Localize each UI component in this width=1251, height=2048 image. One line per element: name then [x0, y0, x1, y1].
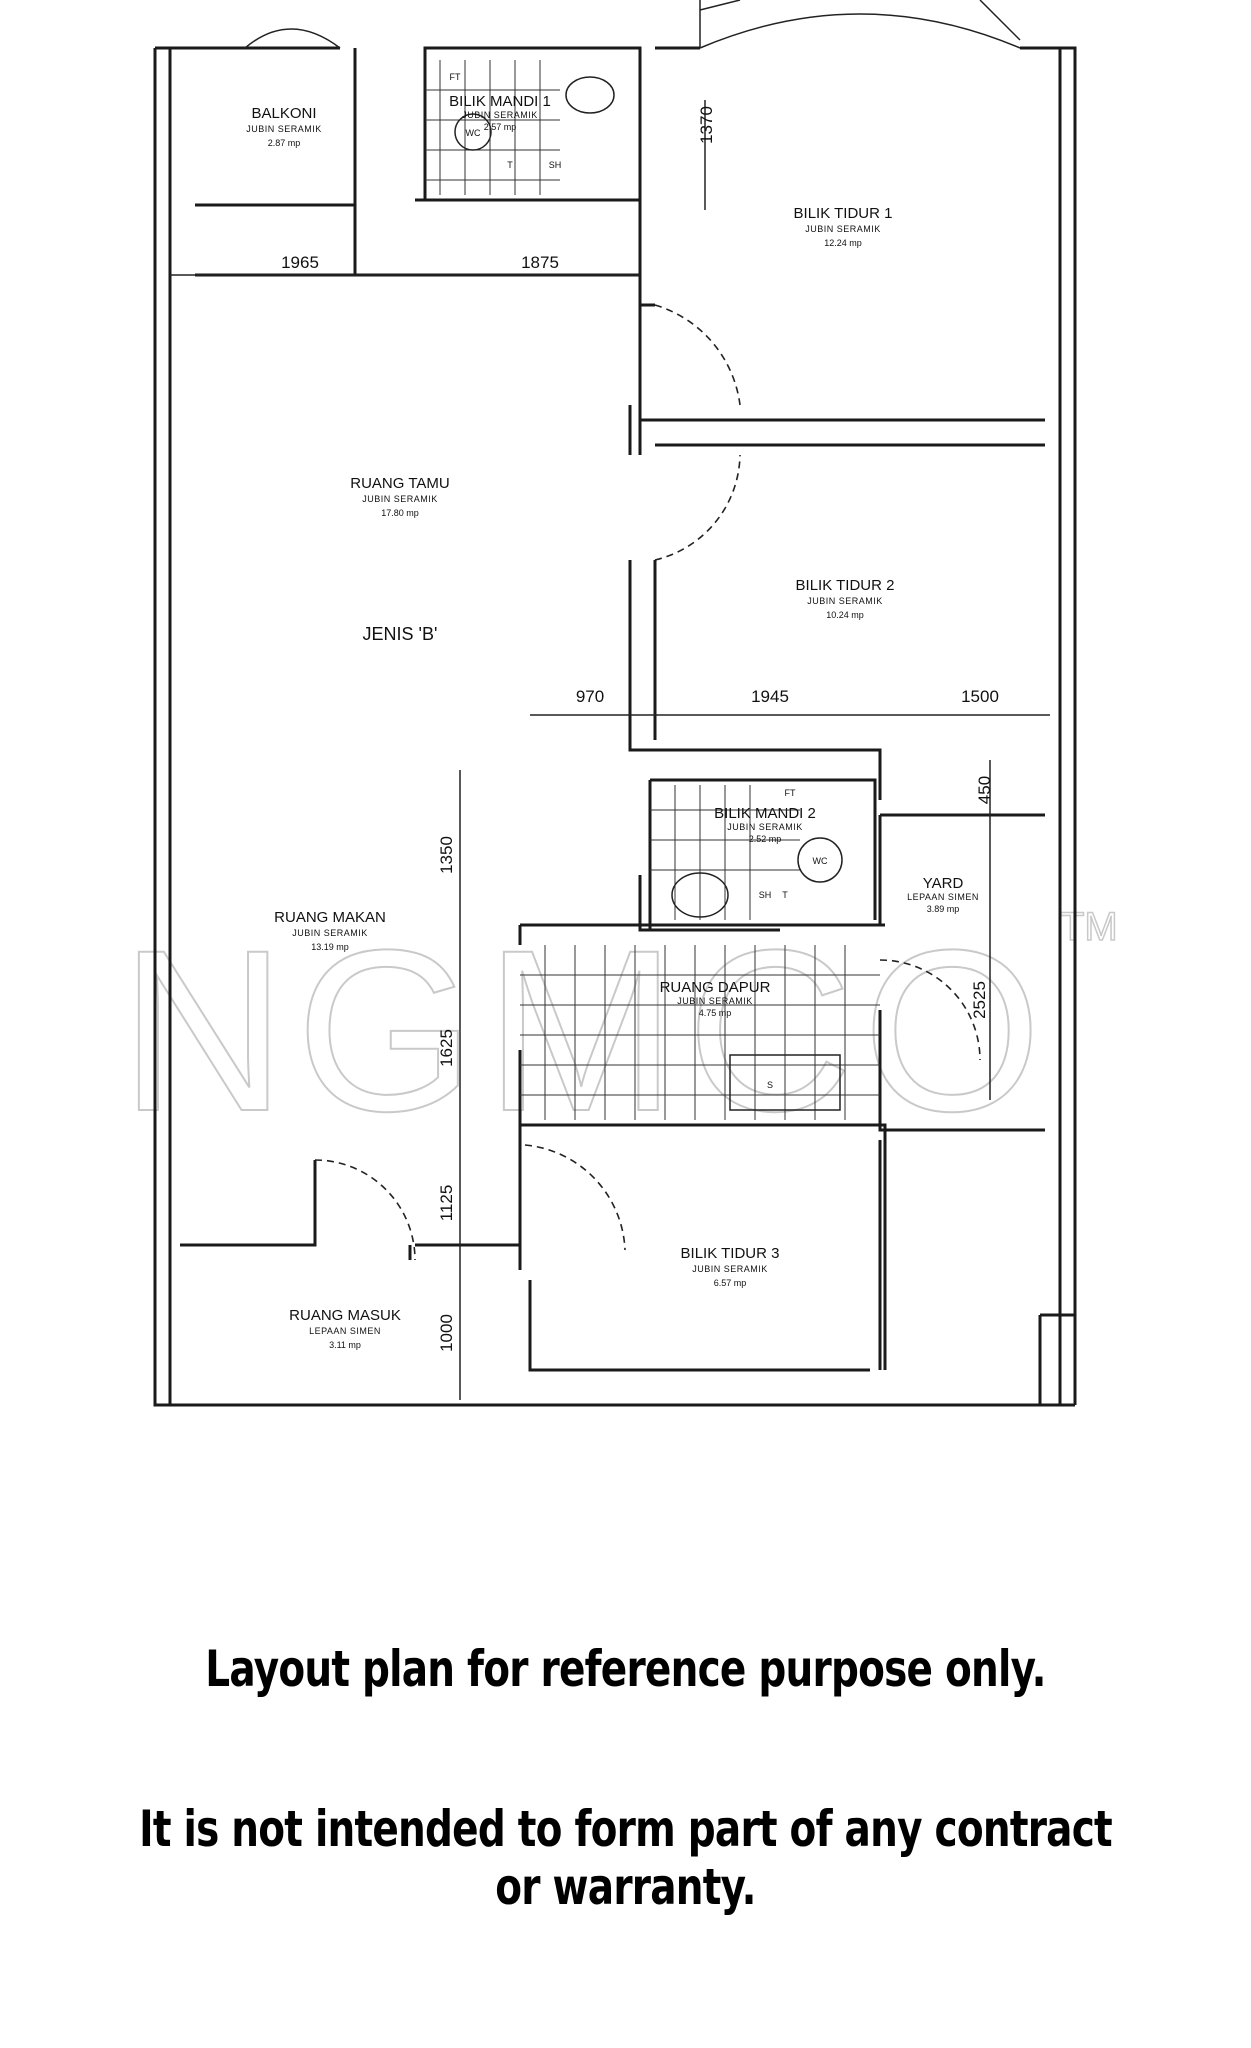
- dim-1945: 1945: [751, 687, 789, 706]
- kitchen-wall: [518, 923, 887, 1370]
- dim-970: 970: [576, 687, 604, 706]
- svg-text:2.87 mp: 2.87 mp: [268, 138, 301, 148]
- svg-text:JUBIN SERAMIK: JUBIN SERAMIK: [692, 1264, 768, 1274]
- bedroom3-door[interactable]: [524, 1144, 626, 1251]
- bathroom2-wall: [638, 778, 877, 932]
- dim-1125: 1125: [437, 1185, 456, 1222]
- floor-plan-drawing: NGMCO TM: [119, 0, 1119, 1407]
- wc-fixture-2: WC: [813, 856, 828, 866]
- ft-fixture-2: FT: [785, 788, 796, 798]
- room-bilik-tidur-2: BILIK TIDUR 2 JUBIN SERAMIK 10.24 mp: [796, 577, 895, 620]
- svg-text:3.11 mp: 3.11 mp: [329, 1340, 361, 1350]
- room-yard: YARD LEPAAN SIMEN 3.89 mp: [907, 875, 979, 914]
- dim-1350: 1350: [437, 836, 456, 874]
- dimension-lines: [170, 100, 1050, 1400]
- svg-text:17.80 mp: 17.80 mp: [381, 508, 419, 518]
- svg-text:RUANG DAPUR: RUANG DAPUR: [660, 979, 771, 996]
- bathroom2-tiles: [650, 785, 843, 920]
- svg-text:BILIK MANDI 2: BILIK MANDI 2: [714, 805, 816, 822]
- dim-1965: 1965: [281, 253, 319, 272]
- disclaimer-reference: Layout plan for reference purpose only.: [205, 1640, 1046, 1698]
- svg-text:RUANG MAKAN: RUANG MAKAN: [274, 909, 386, 926]
- watermark: NGMCO: [120, 902, 1052, 1159]
- t-fixture-1: T: [507, 160, 513, 170]
- room-bilik-tidur-3: BILIK TIDUR 3 JUBIN SERAMIK 6.57 mp: [681, 1245, 780, 1288]
- t-fixture-2: T: [782, 890, 788, 900]
- entrance-door[interactable]: [314, 1159, 416, 1261]
- dim-1370: 1370: [697, 106, 716, 144]
- svg-text:10.24 mp: 10.24 mp: [826, 610, 864, 620]
- bedroom1-door[interactable]: [654, 304, 741, 406]
- dim-1000: 1000: [437, 1314, 456, 1352]
- svg-text:JUBIN SERAMIK: JUBIN SERAMIK: [807, 596, 883, 606]
- room-balkoni: BALKONI JUBIN SERAMIK 2.87 mp: [246, 105, 322, 148]
- svg-text:JUBIN SERAMIK: JUBIN SERAMIK: [727, 822, 803, 832]
- dim-1500: 1500: [961, 687, 999, 706]
- svg-text:JUBIN SERAMIK: JUBIN SERAMIK: [292, 928, 368, 938]
- outer-wall: [153, 46, 1077, 1407]
- bedroom-walls: [628, 303, 1045, 800]
- unit-type-label: JENIS 'B': [363, 624, 438, 644]
- watermark-tm: TM: [1060, 905, 1118, 949]
- dim-450: 450: [975, 776, 994, 804]
- room-ruang-dapur: RUANG DAPUR JUBIN SERAMIK 4.75 mp: [660, 979, 771, 1018]
- sh-fixture-1: SH: [549, 160, 562, 170]
- room-bilik-tidur-1: BILIK TIDUR 1 JUBIN SERAMIK 12.24 mp: [794, 205, 893, 248]
- svg-text:BILIK TIDUR 3: BILIK TIDUR 3: [681, 1245, 780, 1262]
- room-ruang-makan: RUANG MAKAN JUBIN SERAMIK 13.19 mp: [274, 909, 386, 952]
- sink-fixture: S: [767, 1080, 773, 1090]
- svg-text:LEPAAN SIMEN: LEPAAN SIMEN: [907, 892, 979, 902]
- dim-1875: 1875: [521, 253, 559, 272]
- svg-text:6.57 mp: 6.57 mp: [714, 1278, 747, 1288]
- svg-text:JUBIN SERAMIK: JUBIN SERAMIK: [362, 494, 438, 504]
- bathroom1-wall: [423, 46, 642, 202]
- bathroom1-tiles: [425, 60, 615, 195]
- disclaimer-warranty: It is not intended to form part of any c…: [139, 1800, 1113, 1916]
- yard-wall: [878, 813, 1045, 1132]
- svg-text:JUBIN SERAMIK: JUBIN SERAMIK: [805, 224, 881, 234]
- ft-fixture-1: FT: [450, 72, 461, 82]
- dim-2525: 2525: [970, 981, 989, 1019]
- dim-1625: 1625: [437, 1029, 456, 1067]
- kitchen-tiles: [520, 945, 880, 1120]
- sh-fixture-2: SH: [759, 890, 772, 900]
- svg-text:4.75 mp: 4.75 mp: [699, 1008, 732, 1018]
- wc-fixture-1: WC: [466, 128, 481, 138]
- room-ruang-tamu: RUANG TAMU JUBIN SERAMIK 17.80 mp: [350, 475, 449, 518]
- svg-text:YARD: YARD: [923, 875, 964, 892]
- bedroom1-bay: [699, 0, 1021, 49]
- room-ruang-masuk: RUANG MASUK LEPAAN SIMEN 3.11 mp: [289, 1307, 401, 1350]
- balcony-bay: [244, 28, 341, 49]
- svg-text:2.57 mp: 2.57 mp: [484, 122, 517, 132]
- svg-text:LEPAAN SIMEN: LEPAAN SIMEN: [309, 1326, 381, 1336]
- room-bilik-mandi-1: BILIK MANDI 1 JUBIN SERAMIK 2.57 mp: [449, 93, 551, 132]
- svg-text:JUBIN SERAMIK: JUBIN SERAMIK: [462, 110, 538, 120]
- svg-text:JUBIN SERAMIK: JUBIN SERAMIK: [677, 996, 753, 1006]
- svg-text:RUANG TAMU: RUANG TAMU: [350, 475, 449, 492]
- bedroom2-door[interactable]: [654, 454, 741, 561]
- svg-text:3.89 mp: 3.89 mp: [927, 904, 960, 914]
- bedroom3-wall: [180, 1140, 870, 1372]
- svg-text:13.19 mp: 13.19 mp: [311, 942, 349, 952]
- yard-door[interactable]: [879, 959, 981, 1061]
- svg-text:RUANG MASUK: RUANG MASUK: [289, 1307, 401, 1324]
- svg-text:JUBIN SERAMIK: JUBIN SERAMIK: [246, 124, 322, 134]
- svg-text:BILIK TIDUR 2: BILIK TIDUR 2: [796, 577, 895, 594]
- svg-text:BILIK TIDUR 1: BILIK TIDUR 1: [794, 205, 893, 222]
- svg-text:BALKONI: BALKONI: [251, 105, 316, 122]
- balcony-wall: [195, 48, 642, 305]
- svg-text:12.24 mp: 12.24 mp: [824, 238, 862, 248]
- room-bilik-mandi-2: BILIK MANDI 2 JUBIN SERAMIK 2.52 mp: [714, 805, 816, 844]
- svg-text:2.52 mp: 2.52 mp: [749, 834, 782, 844]
- svg-text:BILIK MANDI 1: BILIK MANDI 1: [449, 93, 551, 110]
- floor-plan: NGMCO TM: [119, 0, 1119, 1407]
